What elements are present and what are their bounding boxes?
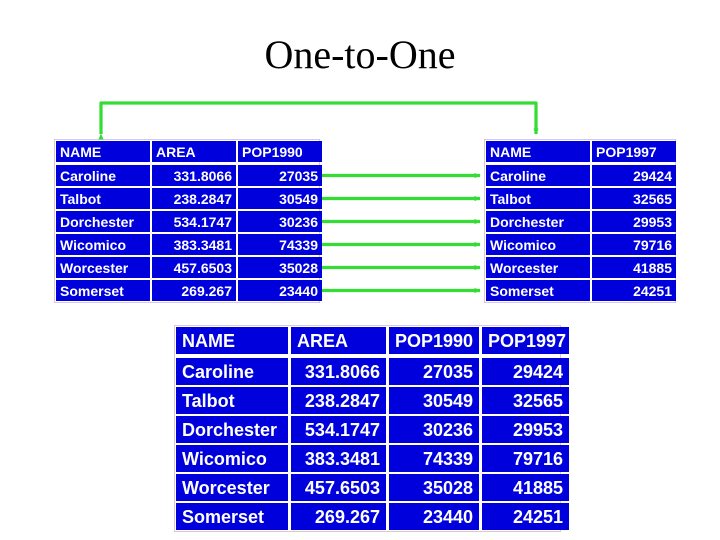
table-cell[interactable]: 331.8066: [291, 358, 386, 385]
table-cell[interactable]: 457.6503: [291, 474, 386, 501]
table-cell[interactable]: 32565: [592, 188, 676, 209]
table-cell[interactable]: 238.2847: [152, 188, 236, 209]
table-cell[interactable]: 383.3481: [152, 234, 236, 255]
table-cell[interactable]: Worcester: [486, 257, 590, 278]
column-header[interactable]: POP1990: [238, 141, 322, 162]
table-cell[interactable]: 534.1747: [291, 416, 386, 443]
table-cell[interactable]: 27035: [389, 358, 479, 385]
table-cell[interactable]: 269.267: [152, 280, 236, 301]
table-cell[interactable]: Somerset: [56, 280, 150, 301]
table-cell[interactable]: 29953: [482, 416, 569, 443]
table-cell[interactable]: 35028: [389, 474, 479, 501]
table-cell[interactable]: 269.267: [291, 503, 386, 530]
table-cell[interactable]: 29424: [482, 358, 569, 385]
table-cell[interactable]: Worcester: [56, 257, 150, 278]
table-cell[interactable]: 30236: [238, 211, 322, 232]
table-cell[interactable]: Talbot: [56, 188, 150, 209]
table-cell[interactable]: 457.6503: [152, 257, 236, 278]
table-cell[interactable]: 383.3481: [291, 445, 386, 472]
table-cell[interactable]: 534.1747: [152, 211, 236, 232]
table-cell[interactable]: Somerset: [486, 280, 590, 301]
table-cell[interactable]: 29424: [592, 165, 676, 186]
table-cell[interactable]: 23440: [389, 503, 479, 530]
table-cell[interactable]: 331.8066: [152, 165, 236, 186]
table-cell[interactable]: Caroline: [56, 165, 150, 186]
table-cell[interactable]: 32565: [482, 387, 569, 414]
row-match-arrows: [322, 172, 481, 294]
table-cell[interactable]: 79716: [482, 445, 569, 472]
table-cell[interactable]: Wicomico: [176, 445, 288, 472]
table-cell[interactable]: Caroline: [176, 358, 288, 385]
table-cell[interactable]: 27035: [238, 165, 322, 186]
table-cell[interactable]: 30549: [238, 188, 322, 209]
column-header[interactable]: AREA: [291, 327, 386, 354]
table-cell[interactable]: 74339: [389, 445, 479, 472]
table-cell[interactable]: 24251: [482, 503, 569, 530]
column-header[interactable]: POP1990: [389, 327, 479, 354]
column-header[interactable]: POP1997: [592, 141, 676, 162]
column-header[interactable]: NAME: [176, 327, 288, 354]
table-cell[interactable]: 238.2847: [291, 387, 386, 414]
table-cell[interactable]: Wicomico: [56, 234, 150, 255]
column-header[interactable]: NAME: [56, 141, 150, 162]
page-title: One-to-One: [264, 32, 456, 77]
table-cell[interactable]: 29953: [592, 211, 676, 232]
join-key-bracket: [98, 101, 539, 140]
table-cell[interactable]: Dorchester: [56, 211, 150, 232]
column-header[interactable]: AREA: [152, 141, 236, 162]
table-cell[interactable]: Worcester: [176, 474, 288, 501]
table-cell[interactable]: 79716: [592, 234, 676, 255]
table-cell[interactable]: 30236: [389, 416, 479, 443]
table-cell[interactable]: 41885: [482, 474, 569, 501]
table-cell[interactable]: Dorchester: [486, 211, 590, 232]
table-cell[interactable]: 74339: [238, 234, 322, 255]
table-cell[interactable]: Talbot: [486, 188, 590, 209]
table-cell[interactable]: Caroline: [486, 165, 590, 186]
column-header[interactable]: NAME: [486, 141, 590, 162]
table-cell[interactable]: 30549: [389, 387, 479, 414]
table-cell[interactable]: 24251: [592, 280, 676, 301]
table-cell[interactable]: Talbot: [176, 387, 288, 414]
table-cell[interactable]: Dorchester: [176, 416, 288, 443]
column-header[interactable]: POP1997: [482, 327, 569, 354]
table-cell[interactable]: 41885: [592, 257, 676, 278]
table-cell[interactable]: Wicomico: [486, 234, 590, 255]
table-cell[interactable]: 23440: [238, 280, 322, 301]
table-cell[interactable]: 35028: [238, 257, 322, 278]
table-cell[interactable]: Somerset: [176, 503, 288, 530]
